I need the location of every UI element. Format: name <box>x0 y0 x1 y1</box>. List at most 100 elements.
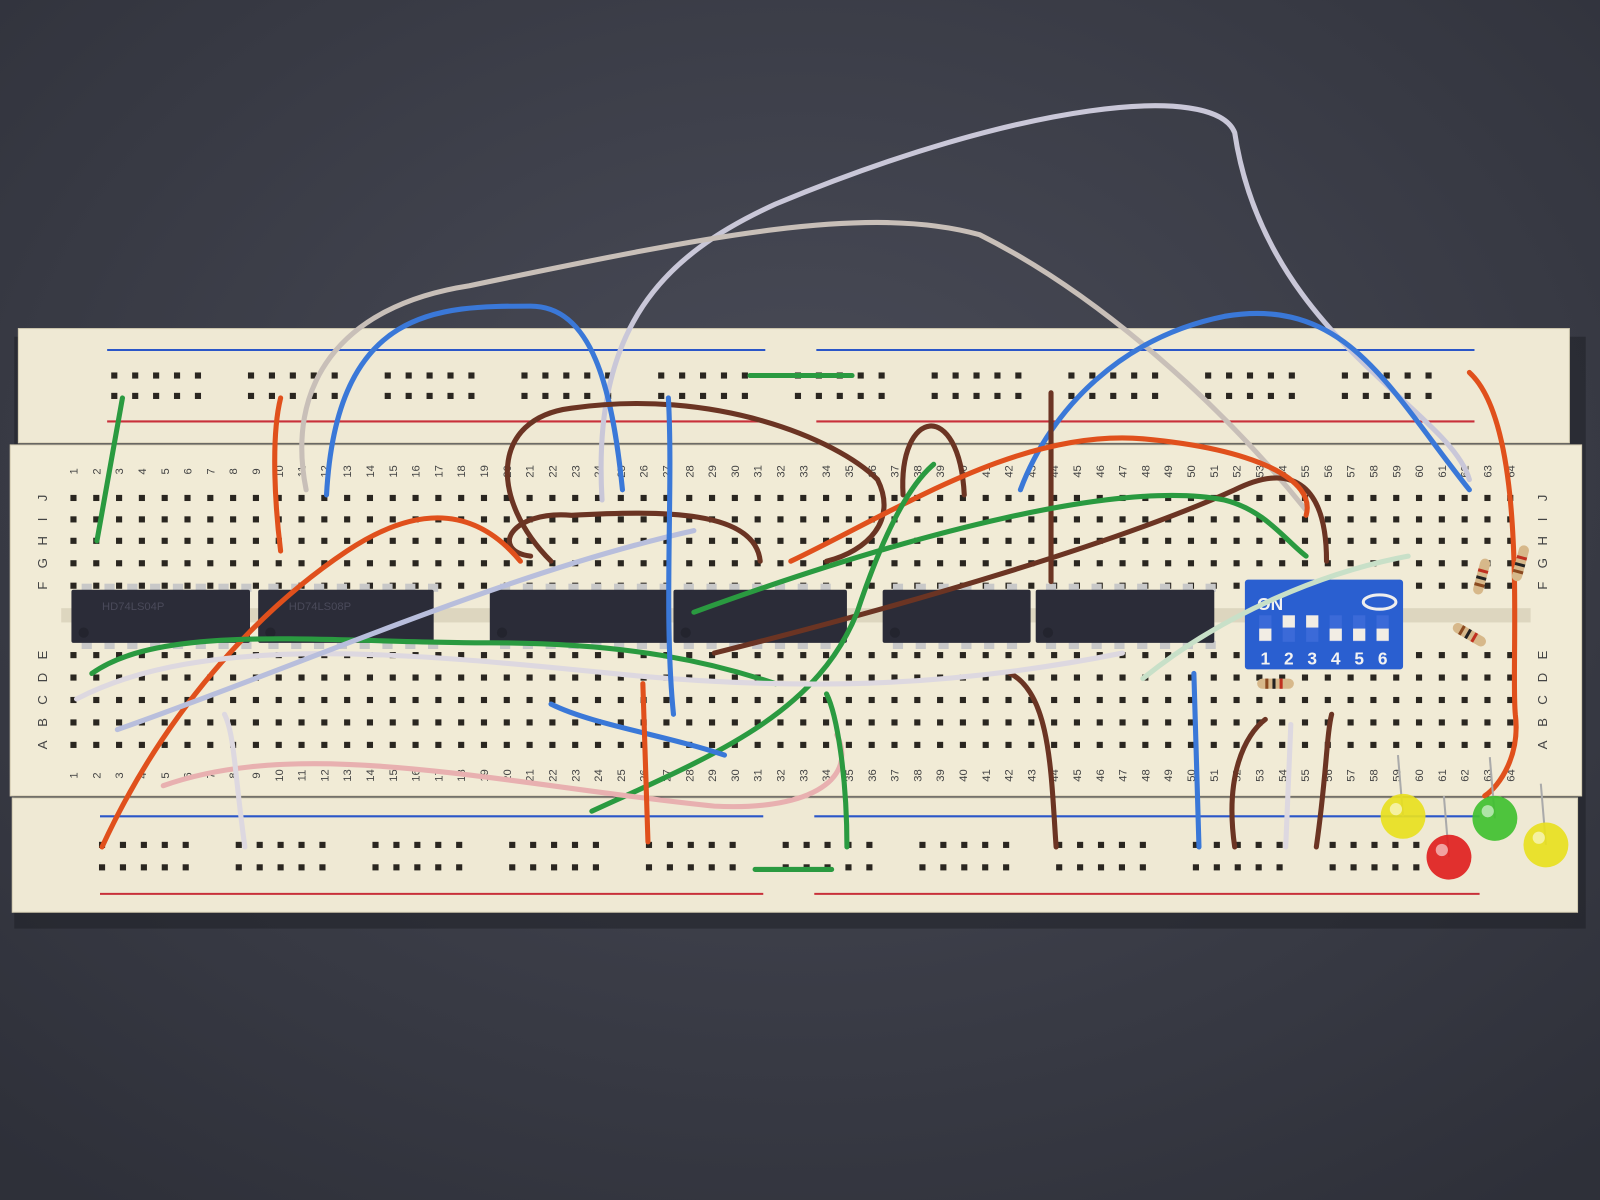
dip-switch-toggle-6[interactable]: 6 <box>1376 615 1389 668</box>
hole <box>1096 741 1103 748</box>
hole <box>412 537 419 544</box>
hole <box>161 516 168 523</box>
column-number: 37 <box>890 465 902 477</box>
rail-hole <box>289 392 296 399</box>
hole <box>572 674 579 681</box>
hole <box>161 674 168 681</box>
rail-hole <box>298 841 305 848</box>
hole <box>321 582 328 589</box>
hole <box>366 741 374 748</box>
rail-hole <box>194 392 202 399</box>
rail-hole <box>1226 372 1233 379</box>
column-number: 3 <box>114 772 126 778</box>
chip-label: HD74LS04P <box>102 601 164 613</box>
hole <box>617 741 624 748</box>
hole <box>412 582 419 589</box>
hole <box>1438 494 1445 502</box>
column-number: 46 <box>1095 465 1107 477</box>
column-number: 30 <box>730 465 742 477</box>
column-number: 21 <box>525 465 537 477</box>
hole <box>412 696 419 704</box>
hole <box>1256 696 1263 704</box>
hole <box>503 494 510 502</box>
dip-switch-toggle-3[interactable]: 3 <box>1306 615 1319 668</box>
hole <box>1119 719 1126 726</box>
rail-hole <box>700 372 707 379</box>
rail-hole <box>414 864 421 871</box>
hole <box>1051 652 1058 659</box>
row-letter: I <box>1535 518 1550 522</box>
hole <box>252 741 259 748</box>
rail-hole <box>720 372 728 379</box>
hole <box>686 516 693 523</box>
hole <box>937 560 944 567</box>
column-number: 35 <box>844 465 856 477</box>
hole <box>275 582 282 589</box>
hole <box>1165 537 1172 544</box>
rail-hole <box>435 841 442 848</box>
hole <box>1142 537 1149 544</box>
hole <box>70 516 77 523</box>
column-number: 50 <box>1186 465 1198 477</box>
rail-hole <box>679 372 686 379</box>
wire-blue <box>1191 670 1202 850</box>
hole <box>617 696 624 704</box>
column-number: 43 <box>1026 769 1038 781</box>
column-number: 49 <box>1163 769 1175 781</box>
rail-hole <box>1350 841 1357 848</box>
hole <box>1233 696 1240 704</box>
hole <box>1484 741 1491 748</box>
dip-switch-toggle-4[interactable]: 4 <box>1329 615 1342 668</box>
led <box>1523 783 1569 868</box>
hole <box>480 674 488 681</box>
column-number: 6 <box>183 468 195 474</box>
dip-switch-toggle-5[interactable]: 5 <box>1353 615 1366 668</box>
rail-hole <box>1213 864 1220 871</box>
row-letter: D <box>1535 673 1550 683</box>
hole <box>1461 560 1468 567</box>
hole <box>138 652 145 659</box>
rail-hole <box>1255 841 1262 848</box>
hole <box>845 674 852 681</box>
rail-hole <box>940 841 947 848</box>
hole <box>93 516 100 523</box>
column-number: 49 <box>1163 465 1175 477</box>
hole <box>1438 516 1445 523</box>
rail-hole <box>247 392 255 399</box>
hole <box>344 582 351 589</box>
hole <box>1119 516 1126 523</box>
hole <box>1438 741 1445 748</box>
hole <box>1028 582 1035 589</box>
hole <box>1301 741 1309 748</box>
hole <box>959 652 966 659</box>
hole <box>800 516 807 523</box>
hole <box>731 674 738 681</box>
column-number: 28 <box>684 465 696 477</box>
hole <box>138 516 145 523</box>
hole <box>184 652 191 659</box>
hole <box>1324 516 1331 523</box>
hole <box>435 741 442 748</box>
rail-hole <box>1015 372 1022 379</box>
hole <box>344 560 351 567</box>
hole <box>549 516 556 523</box>
hole <box>1415 652 1423 659</box>
hole <box>1393 696 1400 704</box>
dip-switch-toggle-2[interactable]: 2 <box>1282 615 1295 668</box>
hole <box>207 537 214 544</box>
hole <box>1028 674 1035 681</box>
column-number: 57 <box>1346 769 1358 781</box>
hole <box>982 652 989 659</box>
hole <box>731 719 738 726</box>
dip-switch-toggle-1[interactable]: 1 <box>1259 615 1272 668</box>
hole <box>1461 741 1468 748</box>
wire-blue <box>665 395 677 717</box>
column-number: 51 <box>1209 465 1221 477</box>
rail-hole <box>645 841 653 848</box>
hole <box>207 652 214 659</box>
hole <box>1028 719 1035 726</box>
hole <box>389 719 396 726</box>
rail-hole <box>530 864 537 871</box>
hole <box>1233 560 1240 567</box>
